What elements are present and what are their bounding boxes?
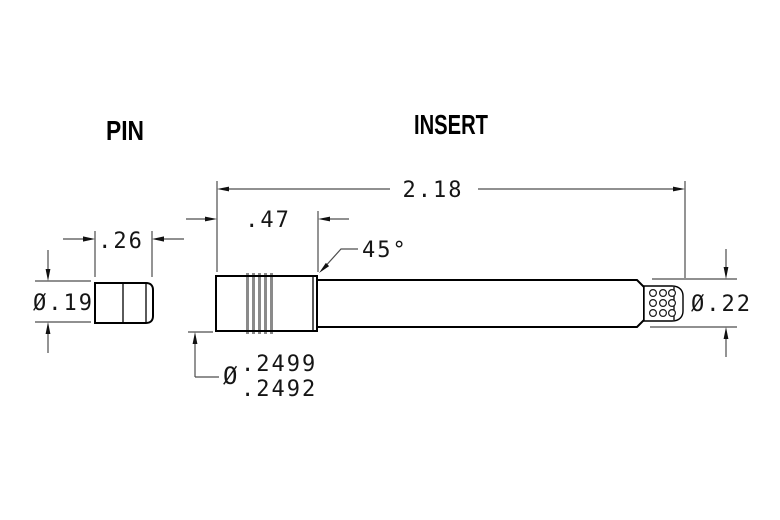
knurl-line bbox=[246, 273, 249, 334]
arrowhead bbox=[723, 267, 729, 279]
knurl-line bbox=[264, 273, 267, 334]
tip-hole-pattern bbox=[648, 289, 676, 318]
arrowhead bbox=[152, 236, 164, 242]
body-diameter-min-value: .2492 bbox=[241, 377, 317, 402]
tip-hole bbox=[658, 299, 667, 308]
tip-hole bbox=[648, 309, 657, 318]
pin-length-dimension: .26 bbox=[63, 229, 184, 277]
chamfer-angle-value: 45° bbox=[362, 238, 408, 263]
insert-shaft-outline bbox=[316, 279, 645, 328]
pin-body-outline bbox=[94, 282, 154, 324]
tip-hole bbox=[658, 289, 667, 298]
arrowhead bbox=[217, 186, 229, 192]
arrowhead bbox=[205, 216, 217, 222]
insert-part bbox=[215, 273, 684, 334]
tip-hole bbox=[667, 299, 676, 308]
pin-view-title: PIN bbox=[106, 115, 144, 146]
insert-overall-length-dimension: 2.18 bbox=[216, 178, 686, 278]
body-diameter-symbol: Ø bbox=[223, 362, 238, 390]
arrowhead bbox=[45, 269, 51, 281]
tip-hole bbox=[667, 309, 676, 318]
knurl-line bbox=[270, 273, 273, 334]
tip-hole bbox=[667, 289, 676, 298]
body-diameter-callout: Ø .2499 .2492 bbox=[188, 331, 317, 402]
arrowhead bbox=[319, 262, 330, 273]
pin-length-value: .26 bbox=[98, 229, 144, 254]
arrowhead bbox=[192, 332, 198, 344]
insert-knurl-length-dimension: .47 bbox=[186, 208, 349, 272]
tip-diameter-dimension: Ø.22 bbox=[650, 249, 752, 357]
knurl-pattern bbox=[246, 273, 273, 334]
arrowhead bbox=[83, 236, 95, 242]
tip-hole bbox=[648, 289, 657, 298]
pin-diameter-value: Ø.19 bbox=[33, 291, 94, 316]
arrowhead bbox=[318, 216, 330, 222]
pin-diameter-dimension: Ø.19 bbox=[33, 250, 94, 353]
tip-hole bbox=[648, 299, 657, 308]
chamfer-angle-callout: 45° bbox=[319, 238, 408, 273]
arrowhead bbox=[45, 322, 51, 334]
tip-diameter-value: Ø.22 bbox=[691, 292, 752, 317]
leader-line bbox=[321, 248, 358, 271]
insert-view-title: INSERT bbox=[414, 109, 488, 140]
insert-knurled-section-outline bbox=[215, 275, 318, 332]
tip-hole bbox=[658, 309, 667, 318]
knurl-line bbox=[252, 273, 255, 334]
knurl-line bbox=[258, 273, 261, 334]
pin-part bbox=[94, 282, 154, 324]
body-diameter-max-value: .2499 bbox=[241, 352, 317, 377]
insert-knurl-length-value: .47 bbox=[245, 208, 291, 233]
arrowhead bbox=[673, 186, 685, 192]
arrowhead bbox=[723, 327, 729, 339]
insert-overall-length-value: 2.18 bbox=[403, 178, 464, 203]
